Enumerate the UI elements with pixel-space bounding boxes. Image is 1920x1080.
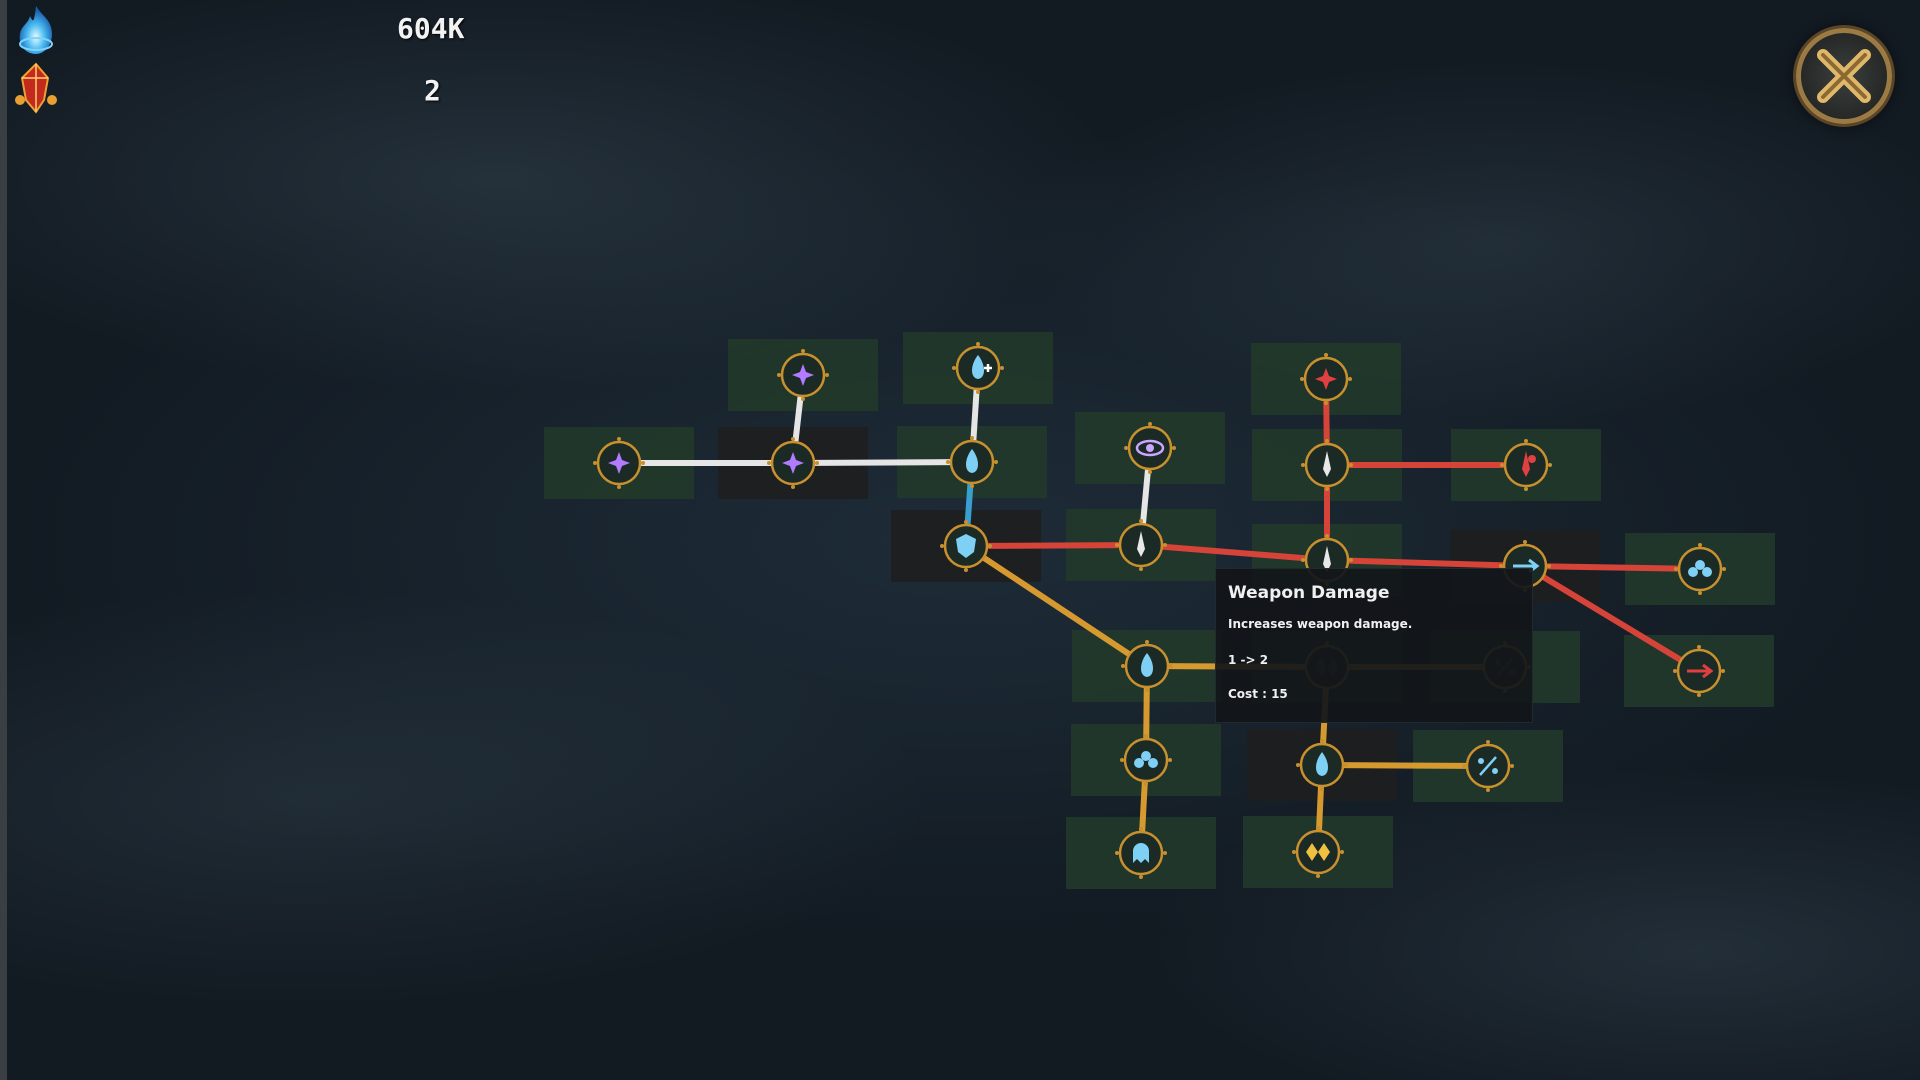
purple-spark-icon[interactable]	[777, 349, 829, 401]
soul-currency-value: 604K	[397, 12, 465, 45]
spirit-pair-icon[interactable]	[1120, 734, 1172, 786]
skill-link-n12-n13	[1326, 557, 1526, 569]
blue-drop-icon[interactable]	[946, 436, 998, 488]
weapon-icon[interactable]	[1115, 519, 1167, 571]
skill-link-n19-n20	[1321, 762, 1489, 769]
blue-figure-icon[interactable]	[1121, 640, 1173, 692]
skill-link-n8-n12	[1140, 542, 1328, 563]
ghost-icon[interactable]	[1115, 827, 1167, 879]
close-x-icon	[1817, 49, 1871, 103]
red-arrow-icon[interactable]	[1673, 645, 1725, 697]
tooltip-description: Increases weapon damage.	[1228, 617, 1413, 631]
blue-drop-plus-icon[interactable]	[952, 342, 1004, 394]
skill-link-n6-n8	[965, 542, 1142, 549]
skill-link-n13-n15	[1523, 563, 1701, 674]
close-button[interactable]	[1796, 28, 1892, 124]
blue-shield-icon[interactable]	[940, 520, 992, 572]
blue-flame-icon	[8, 2, 64, 58]
skill-link-n6-n16	[964, 543, 1149, 669]
sword-red-star-icon[interactable]	[1300, 353, 1352, 405]
red-sword-icon[interactable]	[1500, 439, 1552, 491]
skill-link-n13-n14	[1524, 563, 1701, 572]
tooltip-title: Weapon Damage	[1228, 583, 1390, 603]
sword-slash-icon[interactable]	[1301, 439, 1353, 491]
swarm-icon[interactable]	[1674, 543, 1726, 595]
twin-diamond-icon[interactable]	[1292, 826, 1344, 878]
screen-edge	[0, 0, 7, 1080]
purple-star-icon[interactable]	[767, 437, 819, 489]
gem-currency-value: 2	[424, 74, 441, 107]
percent-icon[interactable]	[1462, 740, 1514, 792]
tooltip-level: 1 -> 2	[1228, 653, 1269, 667]
blue-orb-icon[interactable]	[1296, 739, 1348, 791]
tooltip-cost: Cost : 15	[1228, 687, 1288, 701]
skill-link-n2-n5	[792, 459, 973, 466]
twin-stars-icon[interactable]	[593, 437, 645, 489]
red-crystal-icon	[8, 60, 64, 116]
skill-tooltip: Weapon Damage Increases weapon damage. 1…	[1215, 568, 1533, 723]
eye-icon[interactable]	[1124, 422, 1176, 474]
